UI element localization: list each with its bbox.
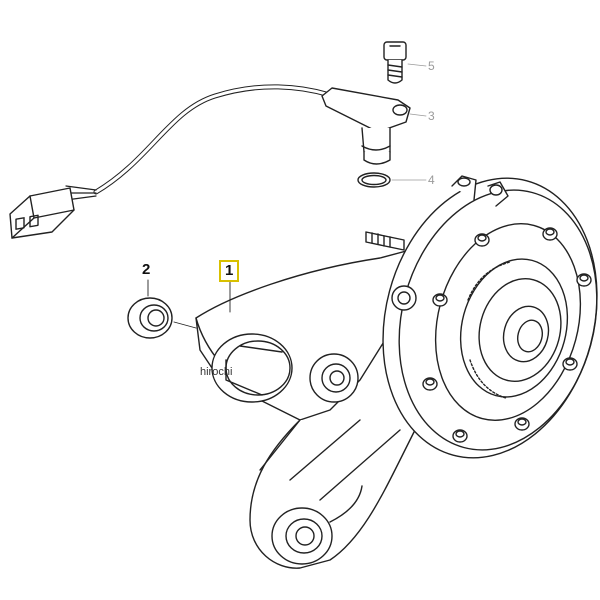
callout-part-1[interactable]: 1 (219, 260, 240, 282)
sensor-part-3 (321, 87, 411, 165)
o-ring-part-4 (357, 172, 391, 188)
bolt-part-5 (383, 41, 407, 84)
callout-part-4[interactable]: 4 (428, 173, 435, 187)
callout-part-5[interactable]: 5 (428, 59, 435, 73)
stud-bolt (365, 231, 405, 251)
swing-arm-housing (195, 249, 431, 569)
sensor-cable (65, 84, 333, 201)
callout-part-2[interactable]: 2 (142, 261, 151, 278)
flange-bolts (422, 227, 592, 443)
connector-plug (9, 187, 75, 239)
seal-part-2 (127, 297, 173, 339)
hub-flange (382, 175, 598, 459)
callout-part-3[interactable]: 3 (428, 109, 435, 123)
watermark-text: hirochi (200, 366, 233, 378)
